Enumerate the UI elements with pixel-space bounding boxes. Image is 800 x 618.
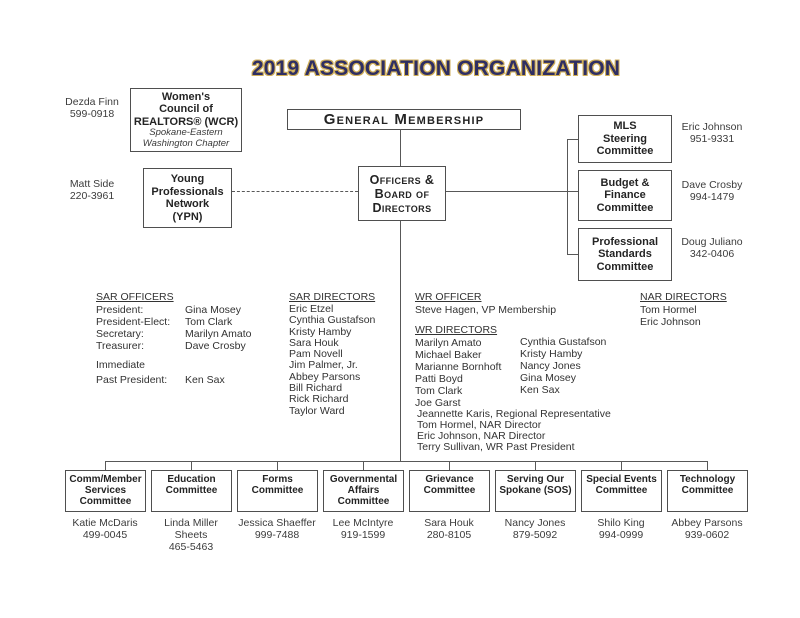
mls-steering-label: MLS Steering Committee	[596, 120, 654, 158]
connector-stub-committee-2	[191, 461, 192, 470]
officer-name: Tom Clark	[185, 316, 233, 328]
chair-education: Linda Miller Sheets 465-5463	[164, 517, 218, 553]
officer-name: Dave Crosby	[185, 340, 246, 352]
committee-name: Serving Our Spokane (SOS)	[499, 474, 572, 496]
general-membership-box: General Membership	[287, 109, 521, 130]
wr-reps-list: Jeannette Karis, Regional Representative…	[417, 408, 611, 453]
connector-stub-committee-7	[621, 461, 622, 470]
sar-officer-row: President-Elect: Tom Clark	[96, 316, 286, 328]
professional-standards-label: Professional Standards Committee	[591, 235, 659, 273]
chair-technology: Abbey Parsons 939-0602	[671, 517, 743, 541]
committee-name: Comm/Member Services Committee	[69, 474, 142, 507]
officer-name: Marilyn Amato	[185, 328, 252, 340]
officer-name: Gina Mosey	[185, 304, 242, 316]
wr-directors-section: WR DIRECTORS Marilyn Amato Michael Baker…	[415, 324, 515, 409]
connector-stub-committee-1	[105, 461, 106, 470]
sar-officers-section: SAR OFFICERS President: Gina Mosey Presid…	[96, 291, 286, 386]
sar-officer-row: President: Gina Mosey	[96, 304, 286, 316]
ypn-box-name: Young Professionals Network (YPN)	[151, 173, 224, 223]
connector-stub-committee-8	[707, 461, 708, 470]
budget-finance-box: Budget & Finance Committee	[578, 170, 672, 221]
connector-stub-mls	[567, 139, 578, 140]
sar-officer-row: Past President: Ken Sax	[96, 374, 286, 386]
committee-box-grievance: Grievance Committee	[409, 470, 490, 512]
sar-officer-row: Immediate	[96, 359, 286, 371]
connector-stub-committee-4	[363, 461, 364, 470]
committee-name: Governmental Affairs Committee	[329, 474, 398, 507]
chair-comm-member: Katie McDaris 499-0045	[72, 517, 138, 541]
wr-directors-heading: WR DIRECTORS	[415, 324, 498, 336]
wcr-box-name: Women's Council of REALTORS® (WCR)	[133, 90, 239, 128]
wcr-box-chapter: Spokane-Eastern Washington Chapter	[142, 127, 230, 149]
officer-role: Secretary:	[96, 328, 144, 340]
committee-box-special-events: Special Events Committee	[581, 470, 662, 512]
contact-mls-steering: Eric Johnson 951-9331	[681, 121, 743, 145]
wr-directors-col2-section: Cynthia Gustafson Kristy Hamby Nancy Jon…	[520, 336, 620, 396]
officers-board-box: Officers & Board of Directors	[358, 166, 446, 221]
sar-directors-list: Eric Etzel Cynthia Gustafson Kristy Hamb…	[289, 303, 376, 417]
officer-role: Past President:	[96, 374, 168, 386]
committee-name: Forms Committee	[251, 474, 304, 496]
wr-directors-col1: Marilyn Amato Michael Baker Marianne Bor…	[415, 337, 502, 409]
sar-officer-row: Treasurer: Dave Crosby	[96, 340, 286, 352]
contact-wcr-chair: Dezda Finn 599-0918	[65, 96, 119, 120]
budget-finance-label: Budget & Finance Committee	[596, 176, 654, 214]
officer-role: Immediate	[96, 359, 146, 371]
connector-stub-committee-5	[449, 461, 450, 470]
officer-role: Treasurer:	[96, 340, 145, 352]
general-membership-label: General Membership	[323, 111, 485, 128]
connector-stub-committee-6	[535, 461, 536, 470]
wr-directors-col2: Cynthia Gustafson Kristy Hamby Nancy Jon…	[520, 336, 607, 396]
contact-professional-standards: Doug Juliano 342-0406	[681, 236, 743, 260]
ypn-box: Young Professionals Network (YPN)	[143, 168, 232, 228]
officer-role: President-Elect:	[96, 316, 171, 328]
connector-officers-committees	[400, 221, 401, 461]
page-title: 2019 ASSOCIATION ORGANIZATION	[251, 57, 621, 80]
contact-budget-finance: Dave Crosby 994-1479	[681, 179, 743, 203]
nar-directors-heading: NAR DIRECTORS	[640, 291, 727, 303]
committee-box-education: Education Committee	[151, 470, 232, 512]
chair-special-events: Shilo King 994-0999	[597, 517, 645, 541]
connector-membership-officers	[400, 129, 401, 166]
committee-name: Special Events Committee	[586, 474, 657, 496]
sar-directors-heading: SAR DIRECTORS	[289, 291, 376, 303]
connector-committees-horizontal	[105, 461, 708, 462]
nar-directors-list: Tom Hormel Eric Johnson	[640, 304, 701, 328]
sar-directors-section: SAR DIRECTORS Eric Etzel Cynthia Gustafs…	[289, 291, 394, 417]
wr-reps-section: Jeannette Karis, Regional Representative…	[417, 409, 637, 453]
wcr-box: Women's Council of REALTORS® (WCR) Spoka…	[130, 88, 242, 152]
officers-board-label: Officers & Board of Directors	[369, 172, 435, 215]
committee-name: Technology Committee	[679, 474, 736, 496]
connector-stub-committee-3	[277, 461, 278, 470]
connector-right-bracket	[567, 139, 568, 255]
committee-box-comm-member: Comm/Member Services Committee	[65, 470, 146, 512]
chair-grievance: Sara Houk 280-8105	[424, 517, 474, 541]
contact-ypn-chair: Matt Side 220-3961	[69, 178, 115, 202]
committee-box-sos: Serving Our Spokane (SOS)	[495, 470, 576, 512]
nar-directors-section: NAR DIRECTORS Tom Hormel Eric Johnson	[640, 291, 740, 328]
connector-officers-right	[446, 191, 578, 192]
professional-standards-box: Professional Standards Committee	[578, 228, 672, 281]
sar-officers-heading: SAR OFFICERS	[96, 291, 174, 303]
chair-forms: Jessica Shaeffer 999-7488	[238, 517, 316, 541]
officer-name: Ken Sax	[185, 374, 225, 386]
officer-role: President:	[96, 304, 144, 316]
committee-box-technology: Technology Committee	[667, 470, 748, 512]
wr-officer-section: WR OFFICER Steve Hagen, VP Membership	[415, 291, 625, 316]
committee-box-forms: Forms Committee	[237, 470, 318, 512]
mls-steering-box: MLS Steering Committee	[578, 115, 672, 163]
committee-box-governmental-affairs: Governmental Affairs Committee	[323, 470, 404, 512]
connector-stub-standards	[567, 254, 578, 255]
chair-sos: Nancy Jones 879-5092	[504, 517, 566, 541]
wr-officer-name: Steve Hagen, VP Membership	[415, 304, 557, 316]
chair-governmental-affairs: Lee McIntyre 919-1599	[332, 517, 394, 541]
committee-name: Education Committee	[165, 474, 218, 496]
committee-name: Grievance Committee	[423, 474, 476, 496]
wr-officer-heading: WR OFFICER	[415, 291, 482, 303]
connector-ypn-officers-dashed	[232, 191, 358, 192]
sar-officer-row: Secretary: Marilyn Amato	[96, 328, 286, 340]
